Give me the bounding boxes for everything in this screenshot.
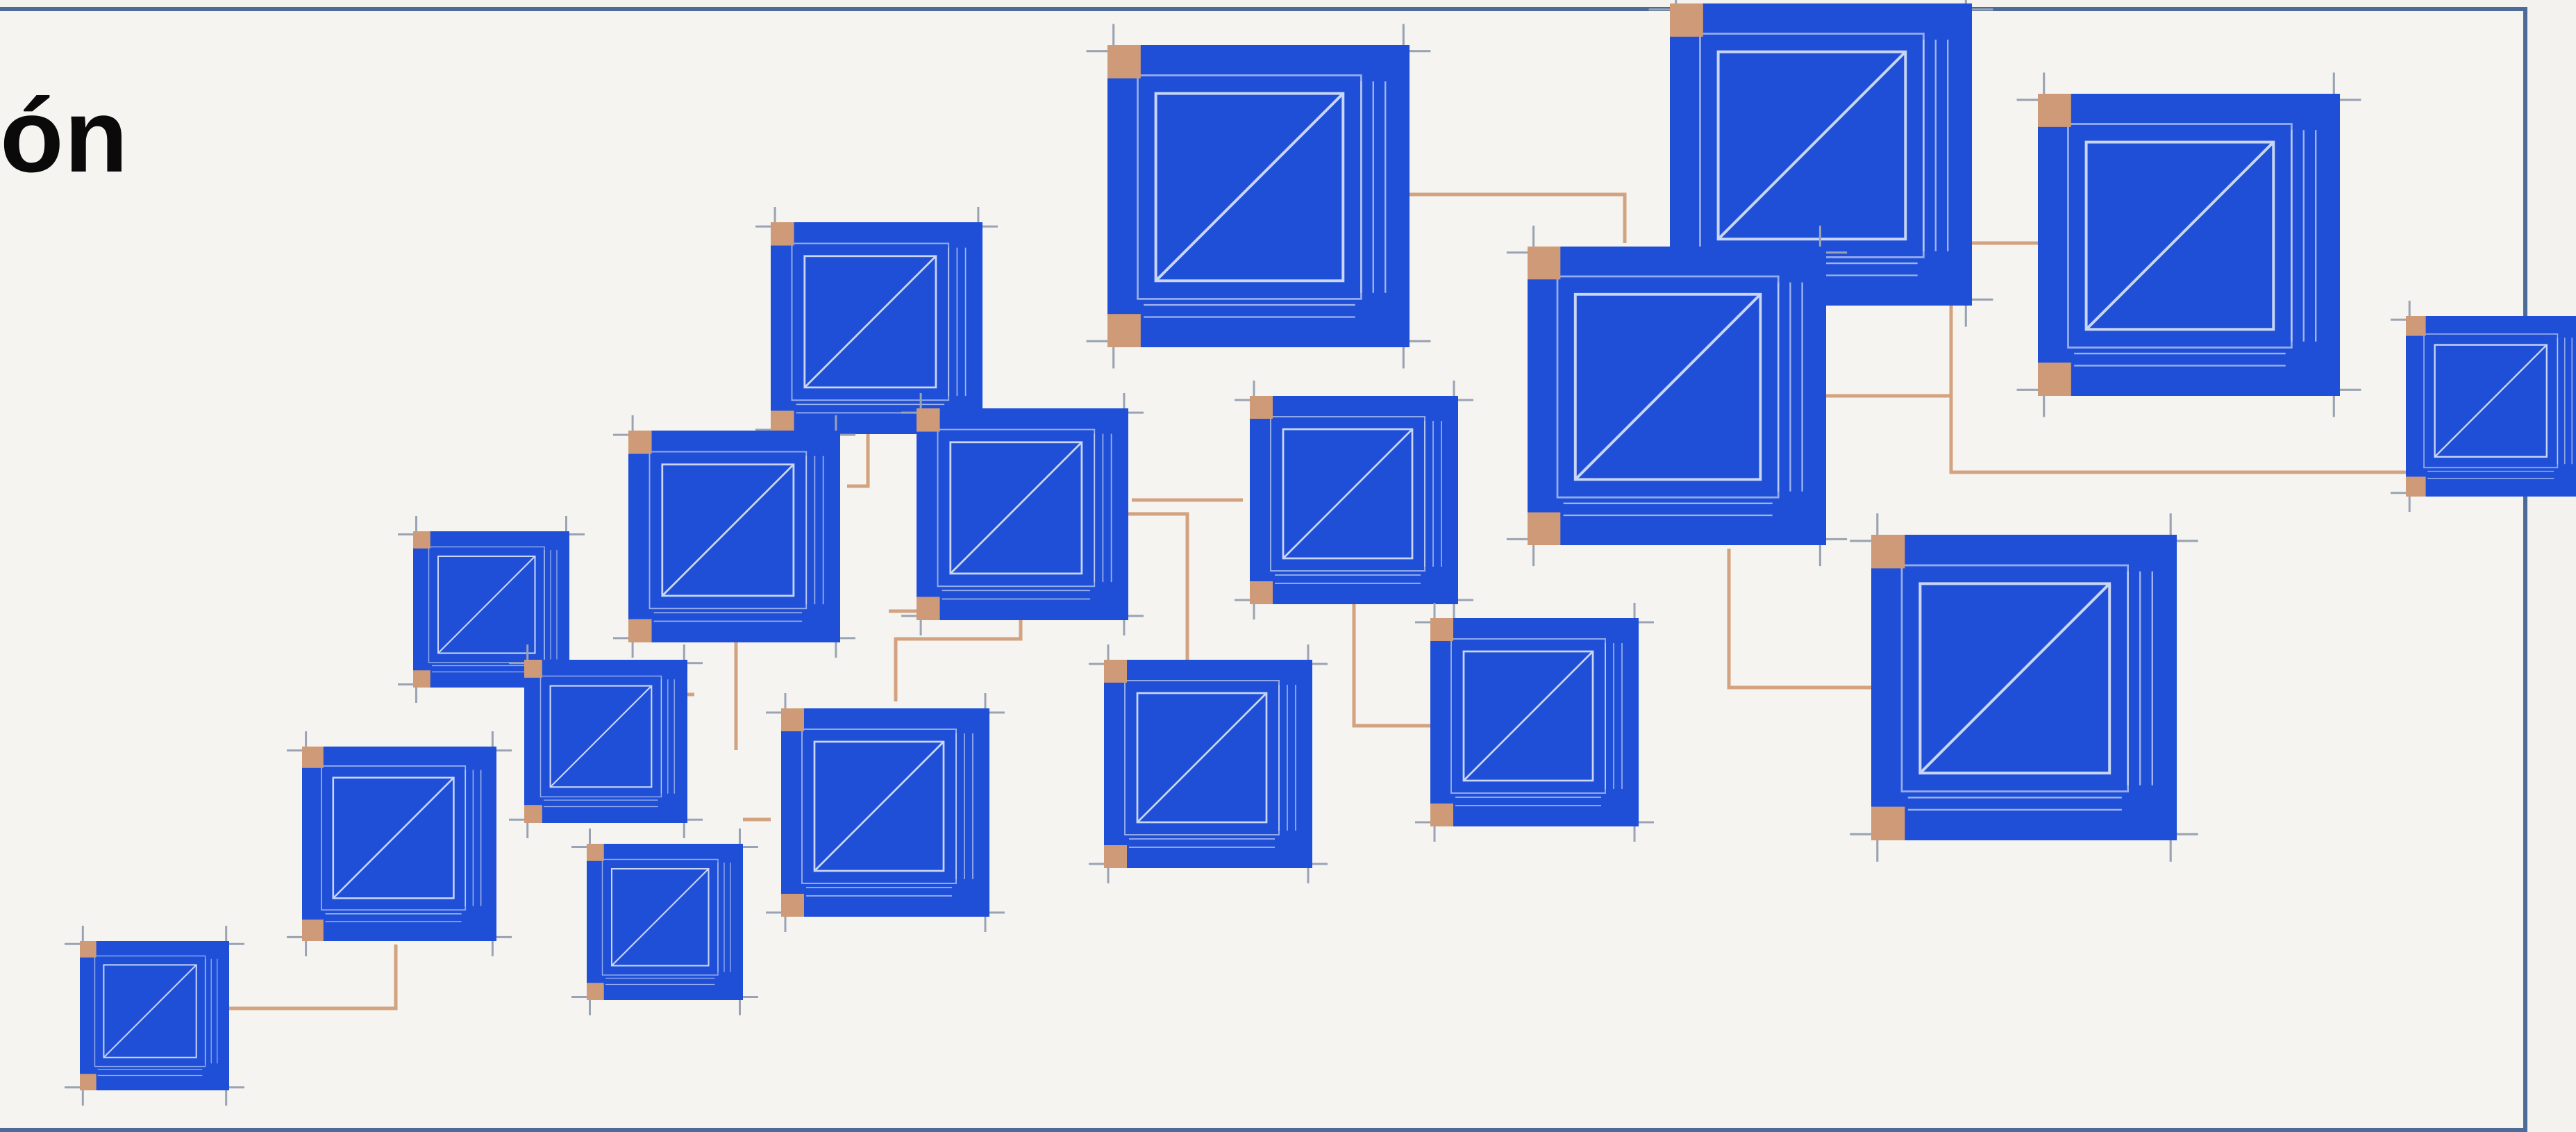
tile-fill	[2406, 316, 2576, 497]
connector-line	[701, 639, 736, 750]
corner-accent	[781, 708, 804, 731]
blueprint-tile	[1089, 644, 1328, 883]
corner-accent	[1430, 804, 1453, 826]
tile-fill	[1430, 618, 1639, 826]
corner-accent	[917, 408, 940, 432]
tile-fill	[80, 941, 229, 1090]
tile-fill	[2038, 94, 2340, 396]
corner-accent	[413, 670, 430, 688]
blueprint-tile	[571, 829, 758, 1015]
blueprint-tile	[1850, 513, 2198, 862]
blueprint-tile	[1235, 381, 1473, 619]
tile-fill	[1871, 535, 2177, 840]
corner-accent	[524, 805, 542, 823]
tile-fill	[302, 747, 496, 941]
blueprint-tile	[766, 693, 1005, 932]
tile-fill	[1107, 45, 1410, 347]
corner-accent	[1430, 618, 1453, 641]
connector-line	[1382, 194, 1625, 243]
corner-accent	[587, 844, 604, 861]
corner-accent	[1250, 581, 1273, 604]
corner-accent	[1871, 807, 1905, 840]
corner-accent	[771, 410, 794, 434]
tile-fill	[781, 708, 989, 917]
corner-accent	[587, 983, 604, 1000]
corner-accent	[1871, 535, 1905, 568]
corner-accent	[771, 222, 794, 246]
blueprint-tile	[1415, 603, 1654, 842]
corner-accent	[1670, 3, 1703, 37]
tile-fill	[1528, 247, 1826, 545]
connector-line	[1951, 396, 2409, 472]
blueprint-tile	[287, 731, 512, 956]
corner-accent	[302, 919, 324, 941]
corner-accent	[1104, 845, 1127, 868]
connector-line	[1125, 514, 1187, 667]
blueprint-tile	[613, 415, 855, 658]
blueprint-tile	[65, 926, 244, 1106]
corner-accent	[302, 747, 324, 768]
corner-accent	[1250, 396, 1273, 419]
corner-accent	[2038, 94, 2071, 127]
corner-accent	[628, 431, 652, 454]
blueprint-tile	[1507, 226, 1847, 566]
blueprint-tile	[509, 644, 703, 838]
corner-accent	[524, 660, 542, 678]
corner-accent	[1107, 45, 1141, 78]
corner-accent	[2406, 476, 2426, 497]
corner-accent	[1107, 314, 1141, 347]
corner-accent	[2038, 363, 2071, 396]
corner-accent	[1528, 247, 1560, 279]
corner-accent	[781, 894, 804, 917]
corner-accent	[80, 1074, 97, 1090]
corner-accent	[2406, 316, 2426, 336]
connector-line	[1729, 549, 1875, 688]
corner-accent	[1104, 660, 1127, 683]
blueprint-tile	[901, 393, 1144, 635]
tile-fill	[1104, 660, 1312, 868]
tile-fill	[628, 431, 840, 642]
corner-accent	[413, 531, 430, 549]
blueprint-tile	[2391, 301, 2576, 512]
connector-line	[222, 944, 396, 1008]
corner-accent	[80, 941, 97, 958]
tile-fill	[524, 660, 687, 823]
corner-accent	[917, 597, 940, 620]
connector-line	[847, 431, 868, 486]
corner-accent	[1528, 513, 1560, 545]
tile-fill	[917, 408, 1128, 620]
tile-fill	[1250, 396, 1458, 604]
tile-fill	[587, 844, 743, 1000]
blueprint-tile	[2017, 73, 2361, 417]
connector-line	[889, 611, 1021, 701]
corner-accent	[628, 619, 652, 642]
tile-fill	[771, 222, 982, 434]
blueprint-tile	[1087, 24, 1431, 369]
